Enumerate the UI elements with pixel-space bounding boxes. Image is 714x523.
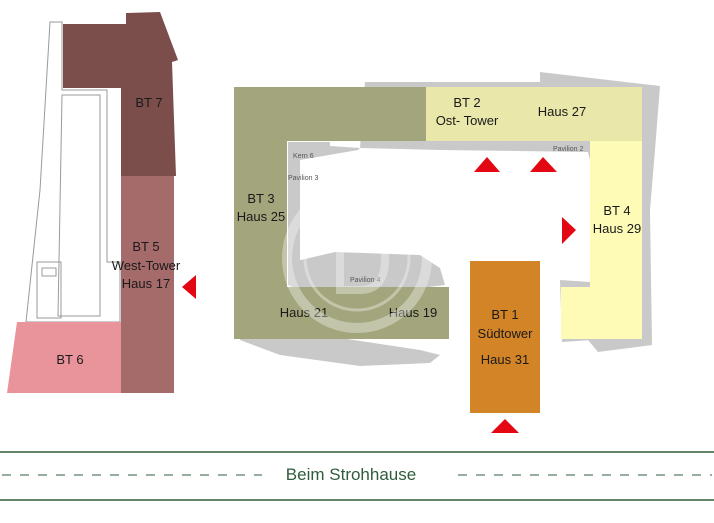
building-bt2 [426, 87, 642, 141]
bt5-label-2: West-Tower [112, 258, 181, 273]
watermark-emblem [282, 183, 432, 333]
entrance-arrow-icon [182, 275, 196, 299]
bt4-label-2: Haus 29 [593, 221, 641, 236]
bt5-label-3: Haus 17 [122, 276, 170, 291]
bt3-label-2: Haus 25 [237, 209, 285, 224]
entrance-arrow-icon [562, 217, 576, 244]
haus21-label: Haus 21 [280, 305, 328, 320]
bt1-label-3: Haus 31 [481, 352, 529, 367]
bt2-label-1: BT 2 [453, 95, 480, 110]
bt4-label-1: BT 4 [603, 203, 630, 218]
building-bt4 [561, 141, 642, 339]
building-bt6 [7, 322, 121, 393]
haus19-label: Haus 19 [389, 305, 437, 320]
left-outline [25, 21, 121, 323]
building-bt1 [470, 261, 540, 413]
bt2-haus-label: Haus 27 [538, 104, 586, 119]
bt1-label-1: BT 1 [491, 307, 518, 322]
entrance-arrows [182, 157, 576, 433]
pavilion3-label: Pavilion 3 [288, 175, 318, 182]
entrance-arrow-icon [491, 419, 519, 433]
bt7-label: BT 7 [135, 95, 162, 110]
street: Beim Strohhause [0, 451, 714, 501]
building-bt7 [63, 12, 178, 176]
kern-label: Kern 6 [293, 153, 314, 160]
bt6-label: BT 6 [56, 352, 83, 367]
bt1-label-2: Südtower [478, 326, 534, 341]
street-name: Beim Strohhause [286, 465, 416, 484]
pavilion4-label: Pavilion 4 [350, 277, 380, 284]
entrance-arrow-icon [530, 157, 557, 172]
bt3-label-1: BT 3 [247, 191, 274, 206]
entrance-arrow-icon [474, 157, 500, 172]
bt5-label-1: BT 5 [132, 239, 159, 254]
building-bt3 [234, 87, 449, 339]
building-bt5 [121, 176, 174, 393]
bt2-label-2: Ost- Tower [436, 113, 499, 128]
pavilion2-label: Pavilion 2 [553, 146, 583, 153]
